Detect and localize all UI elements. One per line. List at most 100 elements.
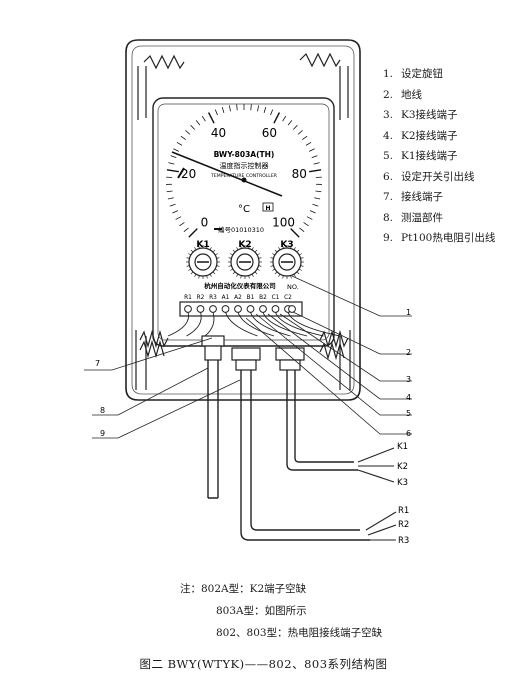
legend-label: 设定旋钮 <box>401 68 443 80</box>
dial-tick <box>236 104 238 111</box>
dial-scale <box>166 104 322 238</box>
callout-number: 4 <box>406 393 411 402</box>
dial-tick <box>169 203 176 207</box>
legend-number: 6. <box>383 170 394 183</box>
legend-item: 6. 设定开关引出线 <box>383 167 523 188</box>
legend-label: K3接线端子 <box>401 109 458 121</box>
callout-number: 8 <box>100 406 105 415</box>
callout-number: 6 <box>406 429 411 438</box>
no-label: NO. <box>287 283 299 291</box>
wire-label-k3: K3 <box>397 478 408 488</box>
terminal-screw <box>196 305 205 313</box>
dial-pivot <box>241 177 247 183</box>
dial-tick <box>207 112 215 124</box>
dial-tick <box>313 162 320 165</box>
dial-tick <box>257 105 260 112</box>
wire-label-r2: R2 <box>398 520 409 530</box>
terminal-label: A1 <box>222 295 230 301</box>
knob-tick <box>254 249 258 253</box>
probe-and-cables <box>207 360 370 541</box>
red-set-needle <box>177 167 185 179</box>
knob-tick <box>282 275 284 279</box>
dial-tick <box>167 197 174 200</box>
legend-item: 9.Pt100热电阻引出线 <box>383 228 523 249</box>
ground-screw <box>288 305 296 313</box>
dial-tick <box>195 120 201 126</box>
terminal-wire <box>225 311 258 337</box>
dial-tick-label: 40 <box>211 126 226 140</box>
wire-label-k2: K2 <box>397 462 408 472</box>
knob-tick <box>298 253 302 256</box>
dial-tick <box>214 109 218 116</box>
legend-label: 设定开关引出线 <box>401 170 475 183</box>
dial-name-en: TEMPERATURE CONTROLLER <box>210 173 278 179</box>
dial-tick <box>303 222 309 227</box>
dial-tick <box>190 124 196 130</box>
dial-tick-label: 100 <box>272 216 295 230</box>
maker-label: 杭州自动化仪表有限公司 <box>204 281 276 290</box>
knob-tick <box>278 273 281 277</box>
dial-tick <box>170 155 177 158</box>
dial-tick <box>282 115 287 122</box>
wire-ends-r <box>365 511 397 541</box>
dial-tick-label: 0 <box>201 216 209 230</box>
dial-tick <box>287 120 293 126</box>
dial-tick <box>312 203 319 207</box>
knob-tick <box>216 265 220 267</box>
knob-tick <box>270 265 274 267</box>
callout-number: 2 <box>406 348 411 357</box>
wire-label-r3: R3 <box>398 536 409 546</box>
knob-tick <box>298 268 302 271</box>
dial-tick <box>172 210 179 214</box>
knob-k2[interactable]: K2 <box>228 240 262 279</box>
dial-tick <box>299 227 305 233</box>
dial-tick <box>308 148 315 152</box>
terminal-wire <box>204 311 215 337</box>
knob-tick <box>251 247 254 251</box>
knob-tick <box>186 257 190 259</box>
terminal-label: A2 <box>234 295 242 301</box>
dial-tick <box>314 197 321 200</box>
callout-number: 3 <box>406 375 411 384</box>
terminal-screw <box>184 305 192 313</box>
legend-number: 1. <box>383 68 394 80</box>
knob-tick <box>290 245 292 249</box>
dial-tick <box>311 155 318 158</box>
knob-tick <box>296 271 300 275</box>
terminal-wire <box>275 311 324 337</box>
legend-label: 地线 <box>401 88 422 101</box>
knob-tick <box>254 271 258 275</box>
terminal-wire <box>262 311 308 337</box>
dial-tick <box>297 130 303 135</box>
dial-tick <box>305 141 312 146</box>
dial-tick <box>183 227 189 233</box>
note-line-3: 802、803型：热电阻接线端子空缺 <box>216 627 383 639</box>
knob-tick <box>198 275 200 279</box>
knob-tick <box>232 271 236 275</box>
terminal-bar <box>179 301 303 317</box>
housing-outline <box>125 39 361 401</box>
knob-tick <box>212 249 216 253</box>
dial-tick-label: 20 <box>181 167 196 181</box>
logo-mark <box>262 202 274 212</box>
terminal-label: R2 <box>197 295 205 301</box>
figure-caption: 图二 BWY(WTYK)——802、803系列结构图 <box>139 657 388 671</box>
legend-item: 2.地线 <box>383 85 523 106</box>
terminal-screw <box>259 305 267 313</box>
knob-tick <box>290 275 292 279</box>
knob-tick <box>256 253 260 256</box>
knob-k3[interactable]: K3 <box>270 240 304 279</box>
terminal-label: C2 <box>284 295 292 301</box>
callout-leader <box>84 337 213 371</box>
terminal-label: R3 <box>209 295 217 301</box>
callout-number: 9 <box>100 429 105 438</box>
dial-tick <box>290 228 300 238</box>
knob-k1[interactable]: K1 <box>186 240 220 279</box>
dial-tick <box>250 104 252 111</box>
terminal-label: B2 <box>259 295 267 301</box>
note-line-2: 803A型：如图所示 <box>216 605 307 617</box>
housing-inner <box>131 45 355 395</box>
